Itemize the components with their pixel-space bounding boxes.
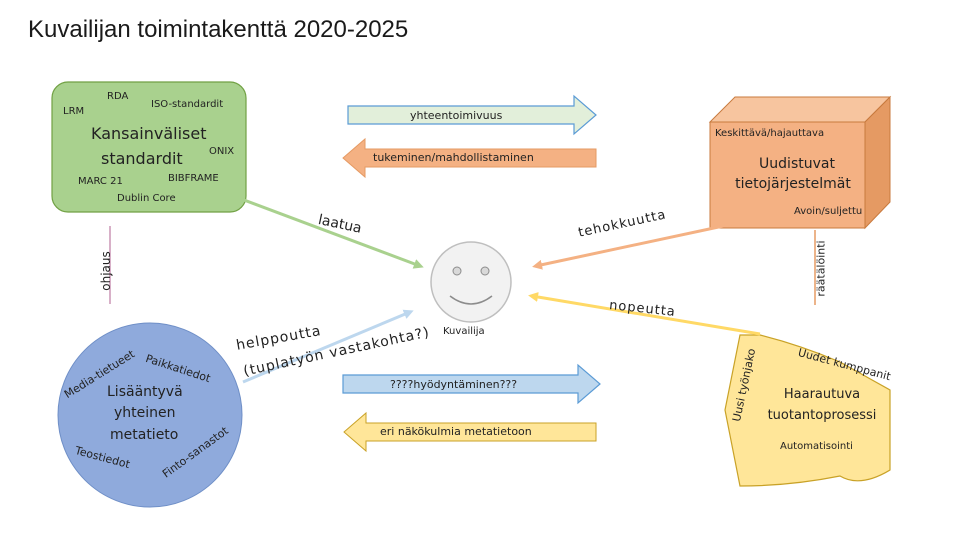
interoperability-label: yhteentoimivuus [410, 109, 502, 122]
control-label: ohjaus [99, 241, 113, 301]
lrm-label: LRM [63, 106, 84, 117]
dublin-core-label: Dublin Core [117, 193, 176, 204]
production-main-line2: tuotantoprosessi [752, 408, 892, 423]
rda-label: RDA [107, 91, 128, 102]
systems-main-line2: tietojärjestelmät [723, 176, 863, 192]
iso-label: ISO-standardit [151, 99, 223, 110]
metadata-main-line2: yhteinen [114, 405, 176, 421]
systems-top-label: Keskittävä/hajauttava [715, 128, 824, 139]
support-label: tukeminen/mahdollistaminen [373, 151, 534, 164]
utilization-label: ????hyödyntäminen??? [390, 378, 517, 391]
metadata-main-line1: Lisääntyvä [107, 384, 183, 400]
metadata-main-line3: metatieto [110, 427, 178, 443]
onix-label: ONIX [209, 146, 234, 157]
customization-label: räätälöinti [815, 229, 828, 309]
page-title: Kuvailijan toimintakenttä 2020-2025 [28, 16, 408, 44]
automation-label: Automatisointi [780, 441, 853, 452]
production-main-line1: Haarautuva [762, 387, 882, 402]
systems-bottom-label: Avoin/suljettu [794, 206, 862, 217]
describer-label: Kuvailija [443, 326, 485, 337]
standards-main-line1: Kansainväliset [91, 124, 207, 143]
perspectives-label: eri näkökulmia metatietoon [380, 425, 532, 438]
describer-face-icon [431, 242, 511, 322]
bibframe-label: BIBFRAME [168, 173, 219, 184]
marc-label: MARC 21 [78, 176, 123, 187]
standards-main-line2: standardit [101, 149, 183, 168]
systems-main-line1: Uudistuvat [733, 156, 861, 172]
quality-arrow [236, 197, 420, 266]
efficiency-arrow [536, 222, 742, 266]
